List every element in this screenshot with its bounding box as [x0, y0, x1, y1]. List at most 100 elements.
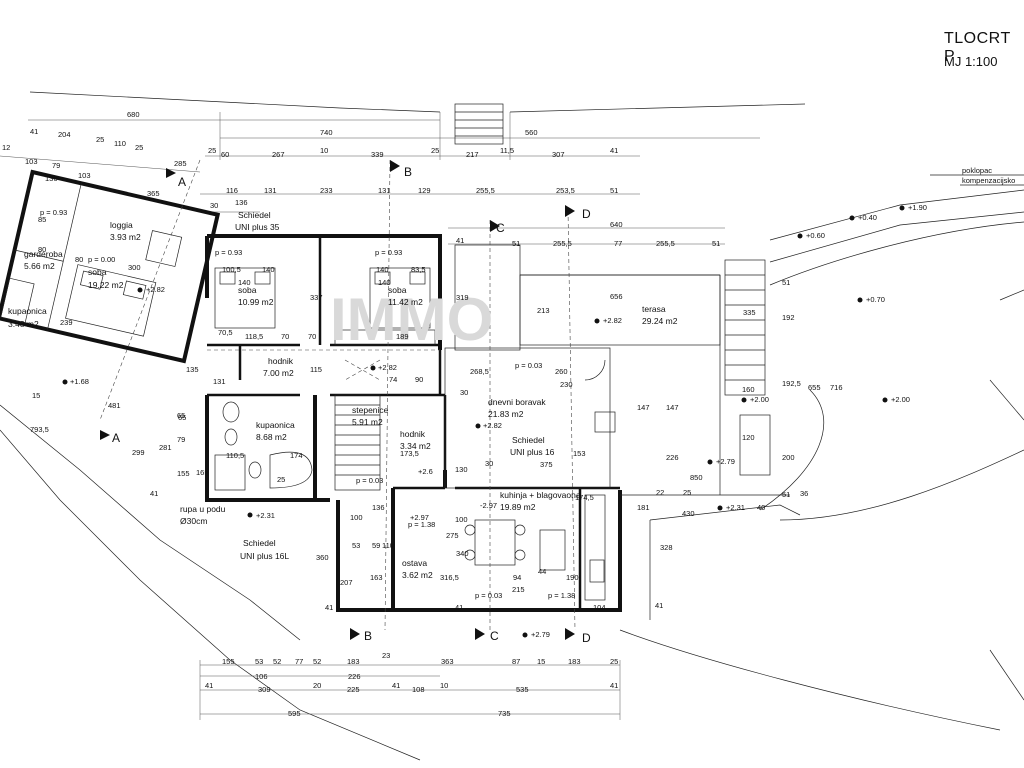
- dimension: 140: [378, 278, 391, 287]
- dimension: 375: [540, 460, 553, 469]
- dimension: 735: [498, 709, 511, 718]
- dimension: 108: [412, 685, 425, 694]
- dimension: 183: [568, 657, 581, 666]
- dimension: 41: [456, 236, 464, 245]
- dimension: 339: [371, 150, 384, 159]
- dimension: 20: [313, 681, 321, 690]
- room-label: kupaonica: [8, 306, 47, 316]
- room-area: 3.34 m2: [400, 441, 431, 451]
- dimension: 59: [372, 541, 380, 550]
- dimension: 183: [347, 657, 360, 666]
- dimension: 255,5: [656, 239, 675, 248]
- section-cut-lines: [99, 159, 576, 640]
- dimension: 79: [177, 435, 185, 444]
- dimension: 163: [370, 573, 383, 582]
- dimension: 11,5: [500, 146, 514, 155]
- dimension: 131: [378, 186, 391, 195]
- dimension: 365: [147, 189, 160, 198]
- dimension: 160: [742, 385, 755, 394]
- dimension: 83,5: [411, 265, 426, 274]
- level-label: +0.40: [858, 213, 877, 222]
- dimension: 275: [446, 531, 459, 540]
- dimension: 268,5: [470, 367, 489, 376]
- room-area: 10.99 m2: [238, 297, 274, 307]
- dimension: 10: [320, 146, 328, 155]
- top-dimension-lines: [0, 112, 760, 245]
- room-label: hodnik: [268, 356, 294, 366]
- section-label: B: [404, 165, 412, 179]
- dimension: 65: [177, 411, 185, 420]
- dimension: 110,5: [226, 451, 244, 460]
- note: kompenzacijsko: [962, 176, 1015, 185]
- note: Schiedel: [243, 538, 276, 548]
- dimension: 36: [800, 489, 808, 498]
- dimension: 22: [656, 488, 664, 497]
- dimension: 51: [782, 490, 790, 499]
- dimension: 131: [213, 377, 226, 386]
- dimension: 80: [38, 245, 46, 254]
- dimension: 100: [455, 515, 468, 524]
- dimension: 104: [593, 603, 606, 612]
- dimension: 90: [415, 375, 423, 384]
- dimension: 136: [235, 198, 248, 207]
- slab-level: p = 0.03: [515, 361, 542, 370]
- dimension: 255,5: [476, 186, 495, 195]
- dimension: 41: [455, 603, 463, 612]
- notes: Schiedel UNI plus 35 Schiedel UNI plus 1…: [180, 166, 1015, 561]
- dimension: 70: [308, 332, 316, 341]
- dimension: 15: [537, 657, 545, 666]
- dimension: 51: [782, 278, 790, 287]
- level-labels: +2.82 +2.82 +2.82 +2.82 +1.68 +2.31 +2.3…: [40, 203, 927, 639]
- dimension: 267: [272, 150, 285, 159]
- section-label: C: [496, 221, 505, 235]
- dimension: 740: [320, 128, 333, 137]
- dimension: 12: [2, 143, 10, 152]
- dimension: 23: [382, 651, 390, 660]
- dimension: 226: [666, 453, 679, 462]
- left-wing: [0, 169, 221, 364]
- drawing-title: TLOCRT P: [944, 30, 1011, 65]
- dimension: 230: [560, 380, 573, 389]
- dimension: 655: [808, 383, 821, 392]
- dimension: 131: [264, 186, 277, 195]
- bottom-dimensions: 155 53 52 77 52 183 23 363 87 15 183 25 …: [205, 651, 618, 718]
- dimension: 51: [712, 239, 720, 248]
- dimension: 135: [186, 365, 199, 374]
- dimension: 850: [690, 473, 703, 482]
- dimension: 140: [238, 278, 251, 287]
- dimension: 116: [226, 186, 238, 195]
- interior-dimensions: 100,5 140 140 140 83,5 140 337 319 70,5 …: [30, 215, 843, 612]
- level-label: +1.68: [70, 377, 89, 386]
- dimension: 136: [372, 503, 385, 512]
- terrain-lines: [0, 91, 1024, 761]
- dimension: 74: [389, 375, 397, 384]
- dimension: 140: [376, 265, 389, 274]
- slab-level: p = 1.38: [548, 591, 575, 600]
- dimension: 130: [455, 465, 468, 474]
- dimension: 94: [513, 573, 521, 582]
- section-label: D: [582, 631, 591, 645]
- room-area: 8.68 m2: [256, 432, 287, 442]
- room-label: ostava: [402, 558, 427, 568]
- dimension: 190: [566, 573, 579, 582]
- dimension: 147: [637, 403, 650, 412]
- dimension: 41: [150, 489, 158, 498]
- room-area: 19.22 m2: [88, 280, 124, 290]
- dimension: 147: [666, 403, 679, 412]
- dimension: 430: [682, 509, 695, 518]
- dimension: 80: [75, 255, 83, 264]
- dimension: 213: [537, 306, 550, 315]
- bathroom-fixtures: [0, 277, 313, 491]
- dimension: 70: [281, 332, 289, 341]
- section-label: C: [490, 629, 499, 643]
- dimension: 181: [637, 503, 650, 512]
- living-area-lines: [444, 244, 790, 620]
- dimension: 281: [159, 443, 172, 452]
- room-label: stepenice: [352, 405, 389, 415]
- dimension: 680: [127, 110, 140, 119]
- dimension: 192,5: [782, 379, 801, 388]
- exterior-walls: [205, 234, 622, 612]
- dimension: 165: [196, 468, 209, 477]
- dimension: 79: [52, 161, 60, 170]
- level-label: +1.90: [908, 203, 927, 212]
